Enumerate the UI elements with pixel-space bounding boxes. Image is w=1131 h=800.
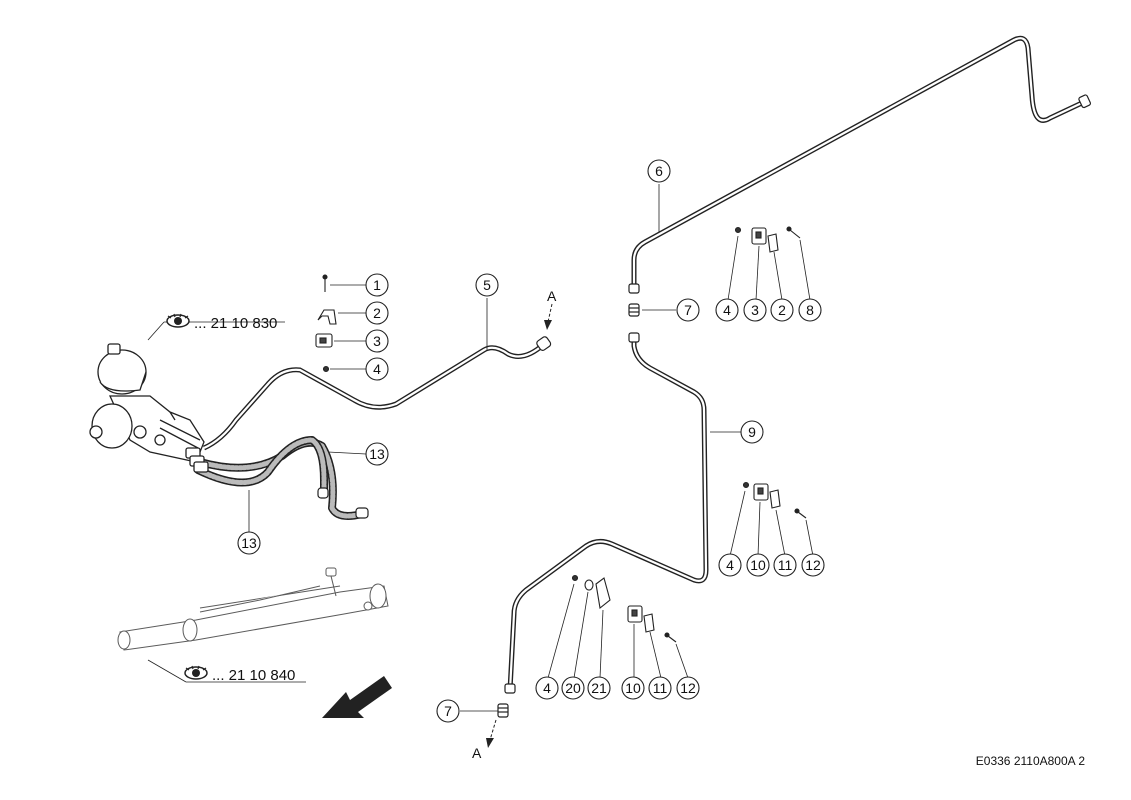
fitting-7-lower xyxy=(497,703,509,718)
clamp-group-upper xyxy=(727,226,811,301)
callout-7-lower: 7 xyxy=(444,703,452,719)
connection-arrow-lower xyxy=(486,719,497,748)
callout-5: 5 xyxy=(483,277,491,293)
callout-3: 3 xyxy=(373,333,381,349)
pipe-5 xyxy=(202,336,552,451)
hoses-13 xyxy=(194,436,369,520)
callout-r1-2: 2 xyxy=(778,302,786,318)
eye-icon xyxy=(166,313,190,328)
clamp-group-lower xyxy=(547,574,689,679)
callout-r2-4: 4 xyxy=(726,557,734,573)
callout-r3-12: 12 xyxy=(680,680,696,696)
steering-cylinder xyxy=(117,567,389,651)
clamp-group-middle xyxy=(729,481,814,557)
callout-r1-3: 3 xyxy=(751,302,759,318)
callout-6: 6 xyxy=(655,163,663,179)
callout-r1-8: 8 xyxy=(806,302,814,318)
callout-13-bottom: 13 xyxy=(241,535,257,551)
connection-arrow-upper xyxy=(544,303,553,330)
fitting-7-upper xyxy=(628,303,640,317)
callout-7-upper: 7 xyxy=(684,302,692,318)
callout-9: 9 xyxy=(748,424,756,440)
reference-upper: ... 21 10 830 xyxy=(194,315,277,332)
callout-4: 4 xyxy=(373,361,381,377)
callout-13-right: 13 xyxy=(369,446,385,462)
hydraulic-unit xyxy=(89,343,209,473)
connection-label-upper: A xyxy=(547,288,557,304)
connection-label-lower: A xyxy=(472,745,482,761)
callout-r3-4: 4 xyxy=(543,680,551,696)
callout-r3-11: 11 xyxy=(653,680,668,696)
leader-lines xyxy=(147,184,741,712)
pipe-9 xyxy=(504,332,709,694)
callout-r3-10: 10 xyxy=(625,680,641,696)
callout-r2-11: 11 xyxy=(778,557,793,573)
callout-r2-12: 12 xyxy=(805,557,821,573)
reference-lower: ... 21 10 840 xyxy=(212,667,295,684)
callout-1: 1 xyxy=(373,277,381,293)
callout-numbers: 1 2 3 4 5 6 7 9 13 13 7 4 3 2 8 4 10 11 … xyxy=(241,163,821,719)
direction-arrow-icon xyxy=(322,676,392,718)
callout-r3-21: 21 xyxy=(591,680,607,696)
eye-icon xyxy=(184,665,208,680)
callouts xyxy=(237,159,825,723)
callout-2: 2 xyxy=(373,305,381,321)
drawing-code: E0336 2110A800A 2 xyxy=(975,754,1085,768)
pipe-6 xyxy=(628,35,1092,294)
callout-r3-20: 20 xyxy=(565,680,581,696)
callout-r1-4: 4 xyxy=(723,302,731,318)
parts-legend xyxy=(315,274,366,373)
callout-r2-10: 10 xyxy=(750,557,766,573)
